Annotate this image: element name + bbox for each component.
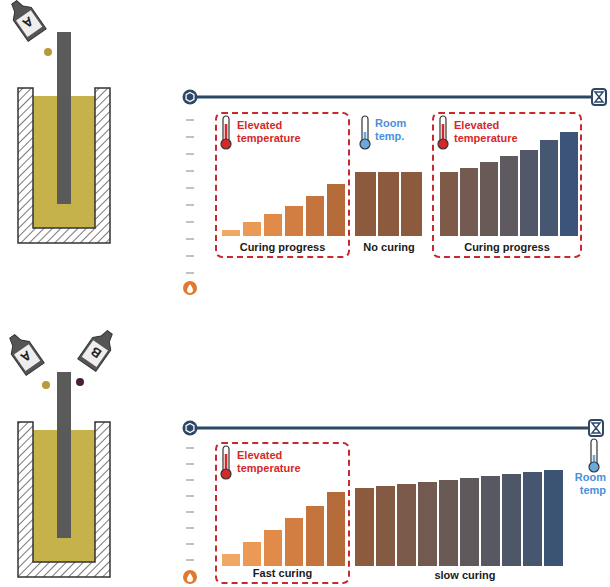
thermometer bbox=[221, 446, 231, 479]
bottle-a bbox=[5, 0, 46, 41]
drop bbox=[44, 48, 52, 56]
stage-label: No curing bbox=[353, 241, 425, 254]
beaker bbox=[18, 372, 110, 577]
thermometer bbox=[589, 439, 599, 472]
thermometer bbox=[360, 116, 370, 149]
bottle-label: B bbox=[86, 342, 106, 362]
bottle-b bbox=[78, 326, 119, 371]
timeline bbox=[183, 420, 604, 584]
temperature-label: Room temp. bbox=[375, 117, 419, 143]
bars bbox=[222, 132, 578, 236]
dashed-region: Elevated temperatureCuring progress bbox=[432, 112, 582, 258]
stage-label: slow curing bbox=[420, 569, 510, 582]
temperature-label: Room temp bbox=[572, 471, 606, 497]
thermometer bbox=[221, 116, 231, 149]
beaker bbox=[18, 32, 110, 243]
thermometer bbox=[438, 116, 448, 149]
drop bbox=[42, 381, 50, 389]
bars bbox=[222, 470, 563, 566]
dashed-region: Elevated temperatureCuring progress bbox=[215, 112, 350, 258]
bottle-label: A bbox=[16, 346, 36, 366]
stage-label: Curing progress bbox=[219, 241, 346, 254]
condition-label: Elevated temperature bbox=[237, 119, 311, 145]
bottle-label: A bbox=[18, 12, 38, 32]
condition-label: Elevated temperature bbox=[237, 449, 311, 475]
timeline bbox=[183, 89, 607, 295]
bottle-a bbox=[3, 330, 44, 375]
stage-label: Curing progress bbox=[436, 241, 578, 254]
dashed-region: Elevated temperatureFast curing bbox=[215, 442, 350, 584]
drop bbox=[76, 378, 84, 386]
condition-label: Elevated temperature bbox=[454, 119, 528, 145]
stage-label: Fast curing bbox=[219, 567, 346, 580]
